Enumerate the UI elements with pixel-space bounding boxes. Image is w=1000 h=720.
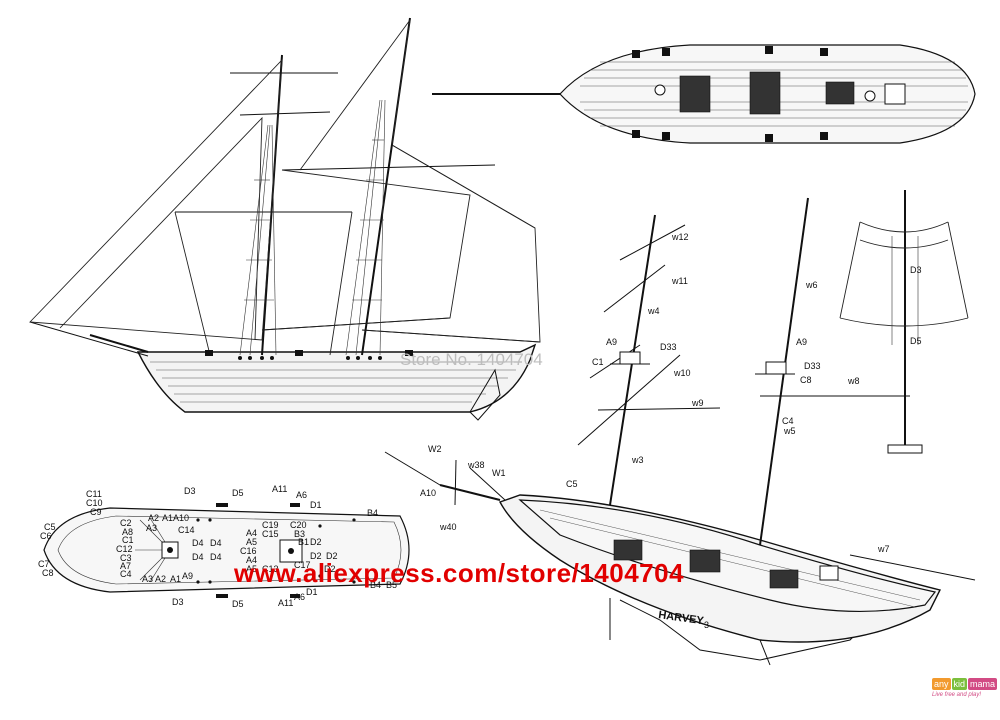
rigging-label: w12 [671,232,689,242]
rigging-label: w38 [467,460,485,470]
store-watermark: Store No. 1404704 [400,350,543,369]
rigging-label: W2 [428,444,442,454]
rigging-label: A9 [606,337,617,347]
deck-label: C17 [294,560,311,570]
rigging-label: C1 [592,357,604,367]
cargo-hatch-2 [749,71,781,115]
rigging-label: w5 [783,426,796,436]
sail-detail-label-d5: D5 [910,336,922,346]
deck-label: A6 [294,592,305,602]
deck-label: D4 [192,538,204,548]
top-deck-view [432,44,976,144]
deck-label: A1 [170,574,181,584]
rigging-label: w40 [439,522,457,532]
hull-masts-view: HARVEY 3 w12 w11 w4 A9 C1 D33 w10 w9 w3 … [384,197,976,666]
rigging-label: D33 [660,342,677,352]
deck-label: A11 [272,484,287,494]
deck-label: C10 [86,498,103,508]
rigging-label: w8 [847,376,860,386]
logo-part-1: any [932,678,951,690]
deck-label: D3 [184,486,196,496]
deck-label: A11 [278,598,293,608]
deck-label: A2 [155,574,166,584]
deck-label: C3 [120,553,132,563]
brand-logo: any kid mama Live free and play! [932,678,998,716]
deck-label: A1A10 [162,513,189,523]
deck-label: A2 [148,513,159,523]
store-url-watermark: www.aliexpress.com/store/1404704 [234,558,685,588]
deck-plan: C11 C10 C9 C5 C6 C7 C8 C2 A8 A3 C1 C12 C… [38,484,410,609]
deck-label: D3 [172,597,184,607]
sail-detail-label-d3: D3 [910,265,922,275]
deck-label: A4 [246,528,257,538]
deck-label: A5 [246,537,257,547]
rigging-label: A10 [420,488,436,498]
stern-mark: 3 [704,620,709,630]
deck-label: C12 [116,544,133,554]
deck-label: A8 [122,527,133,537]
rigging-label: w10 [673,368,691,378]
deck-label: C14 [178,525,195,535]
deck-label: D4 [192,552,204,562]
deck-label: D2 [310,537,322,547]
deck-label: D5 [232,599,244,609]
deck-label: C1 [122,535,134,545]
deck-label: C11 [86,489,102,499]
logo-part-3: mama [968,678,998,690]
side-view-rigged [29,17,541,421]
deck-label: B1 [298,537,309,547]
deck-label: C8 [42,568,54,578]
deck-label: B4 [367,508,378,518]
deck-label: C9 [90,507,102,517]
deck-label: C2 [120,518,132,528]
deck-label: A7 [120,561,131,571]
deck-label: C7 [38,559,50,569]
deck-label: D5 [232,488,244,498]
rigging-label: w4 [647,306,660,316]
deck-plan-outline [43,507,410,593]
rigging-label: A9 [796,337,807,347]
rigging-label: C8 [800,375,812,385]
rigging-label: w11 [671,276,688,286]
deck-label: D2 [324,564,336,574]
rigging-label: w6 [805,280,818,290]
deck-label: C19 [262,520,279,530]
deck-label: C13 [262,564,279,574]
rigging-label: w3 [631,455,644,465]
rigging-label: w7 [877,544,890,554]
deck-label: B3 [294,529,305,539]
deck-label: C4 [120,569,132,579]
deck-label: A5 [246,564,257,574]
logo-part-2: kid [951,678,968,690]
deck-label: A6 [296,490,307,500]
deck-label: D1 [306,587,318,597]
deck-label: D2 [310,551,322,561]
deck-label: D4 [210,552,222,562]
deck-label: B4 [370,580,381,590]
rigging-label: w9 [691,398,704,408]
rigging-label: C4 [782,416,794,426]
cargo-hatch-1 [679,75,711,113]
rigging-label: D33 [804,361,821,371]
deck-label: C5 [44,522,56,532]
rigging-label: W1 [492,468,506,478]
deck-label: C20 [290,520,307,530]
deck-label: A4 [246,555,257,565]
deck-label: C6 [40,531,52,541]
cargo-hatch-3 [825,81,855,105]
deck-label: B5 [386,580,397,590]
sail-detail: D3 D5 [839,190,969,454]
deck-label: A9 [182,571,193,581]
deck-label: D4 [210,538,222,548]
logo-tagline: Live free and play! [932,692,982,698]
deck-label: D1 [310,500,322,510]
rigging-label: C5 [566,479,578,489]
deck-label: D2 [326,551,338,561]
deck-label: A3 [146,523,157,533]
deck-label: C16 [240,546,257,556]
deck-label: C15 [262,529,279,539]
deck-label: A3 [142,574,153,584]
